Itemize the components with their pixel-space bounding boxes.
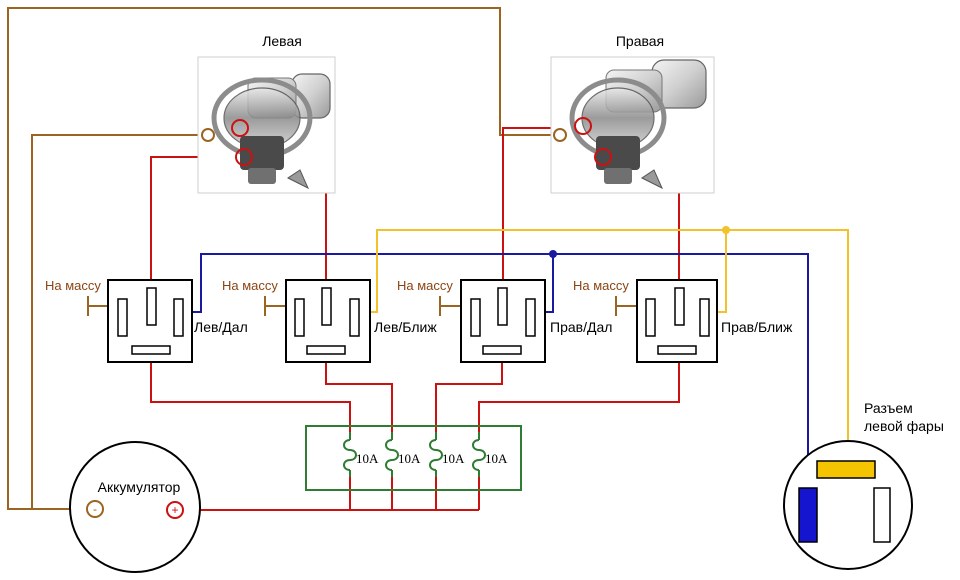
- relay-2-ground-label: На массу: [222, 278, 278, 293]
- relay-3-pin-bottom: [482, 345, 522, 355]
- relay-4-name: Прав/Ближ: [721, 319, 793, 335]
- blue-junction: [549, 250, 557, 258]
- fuse-box-frame: [305, 425, 522, 491]
- fuse-box: 10A 10A 10A 10A: [305, 425, 522, 491]
- right-lamp-ground-terminal: [553, 128, 567, 142]
- right-lamp-high-terminal: [594, 148, 612, 166]
- relay-3: На массу Прав/Дал: [397, 278, 612, 363]
- battery: Аккумулятор - +: [69, 441, 201, 573]
- relay1-fuse-wire: [150, 358, 351, 432]
- relay-3-name: Прав/Дал: [550, 319, 612, 335]
- relay-1-pin-mid: [146, 287, 157, 326]
- right-lamp-low-terminal: [574, 117, 592, 135]
- right-lamp-icon: [569, 59, 707, 190]
- battery-minus-terminal: [86, 500, 104, 518]
- relay-2-pin-bottom: [306, 345, 346, 355]
- battery-minus-sign: -: [93, 502, 97, 516]
- relay-4-pin-right: [699, 298, 710, 337]
- connector-high-pin: [798, 487, 818, 543]
- fuse-1-rating: 10A: [356, 451, 379, 466]
- relay3-fuse-wire: [435, 358, 503, 432]
- relay-1-ground-label: На массу: [45, 278, 101, 293]
- relay-1-pin-right: [173, 298, 184, 337]
- relay-4-ground-label: На массу: [573, 278, 629, 293]
- relay-1-name: Лев/Дал: [194, 319, 248, 335]
- fuse-4-rating: 10A: [485, 451, 508, 466]
- brown-wires: [7, 7, 637, 510]
- relay-2-name: Лев/Ближ: [374, 319, 437, 335]
- connector-low-pin: [816, 460, 876, 479]
- battery-label: Аккумулятор: [98, 479, 181, 495]
- left-lamp-ground-terminal: [201, 128, 215, 142]
- yellow-junction: [722, 226, 730, 234]
- left-headlight-title: Левая: [262, 33, 302, 49]
- fuse-4: [472, 432, 486, 477]
- fuse-2-rating: 10A: [398, 451, 421, 466]
- relay-3-pin-mid: [497, 287, 508, 326]
- fuse-1: [343, 432, 357, 477]
- fuse-2: [385, 432, 399, 477]
- right-headlight-title: Правая: [616, 33, 664, 49]
- left-headlight: Левая: [197, 33, 336, 194]
- relay-1-pin-left: [117, 298, 128, 337]
- relay-2-pin-mid: [321, 287, 332, 326]
- yellow-wires: [364, 229, 849, 462]
- relay-4: На массу Прав/Ближ: [573, 278, 793, 363]
- headlight-connector: Разъем левой фары: [783, 400, 944, 570]
- battery-plus-sign: +: [171, 503, 178, 517]
- brown-ground-wire-outer: [7, 7, 562, 510]
- left-lamp-low-terminal: [231, 119, 249, 137]
- relay-4-pin-left: [645, 298, 656, 337]
- relay4-fuse-wire: [478, 358, 680, 432]
- connector-label-line2: левой фары: [864, 418, 944, 434]
- relay2-fuse-wire: [325, 358, 393, 432]
- battery-outline: [69, 441, 201, 573]
- right-headlight: Правая: [550, 33, 715, 194]
- relay-1: На массу Лев/Дал: [45, 278, 248, 363]
- relay-2-pin-left: [294, 298, 305, 337]
- yellow-signal-wire: [364, 229, 849, 462]
- battery-plus-terminal: [166, 501, 184, 519]
- relay-2: На массу Лев/Ближ: [222, 278, 437, 363]
- relay-3-ground-label: На массу: [397, 278, 453, 293]
- left-lamp-icon: [211, 73, 331, 190]
- fuse-3: [429, 432, 443, 477]
- left-lamp-high-terminal: [235, 148, 253, 166]
- relay-3-pin-left: [470, 298, 481, 337]
- connector-label-line1: Разъем: [864, 400, 913, 416]
- relay-3-pin-right: [525, 298, 536, 337]
- yellow-branch-wire: [718, 230, 727, 313]
- relay-2-pin-right: [349, 298, 360, 337]
- relay-1-pin-bottom: [131, 345, 171, 355]
- fuse-3-rating: 10A: [442, 451, 465, 466]
- relay-4-pin-bottom: [657, 345, 697, 355]
- blue-signal-wire: [186, 253, 809, 490]
- connector-ground-pin: [873, 487, 891, 543]
- brown-ground-wire-inner: [31, 134, 208, 510]
- relay-4-pin-mid: [674, 287, 685, 326]
